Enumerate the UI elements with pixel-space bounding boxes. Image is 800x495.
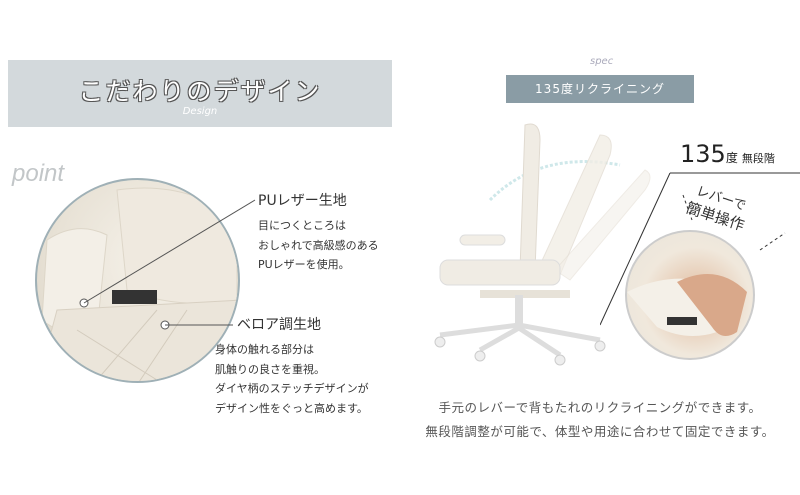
design-title: こだわりのデザイン bbox=[78, 77, 322, 106]
feature-title-velour: ベロア調生地 bbox=[237, 317, 321, 333]
angle-unit: 度 bbox=[725, 151, 738, 165]
feature-line: 目につくところは bbox=[258, 219, 346, 232]
recline-angle: 135度無段階 bbox=[680, 140, 775, 168]
feature-body-velour: 身体の触れる部分は 肌触りの良さを重視。 ダイヤ柄のステッチデザインが デザイン… bbox=[215, 340, 369, 418]
feature-line: ダイヤ柄のステッチデザインが bbox=[215, 382, 369, 395]
callout-lines bbox=[600, 172, 800, 326]
feature-line: PUレザーを使用。 bbox=[258, 258, 350, 271]
feature-line: おしゃれで高級感のある bbox=[258, 238, 379, 252]
chair-detail-image bbox=[35, 178, 240, 383]
angle-note: 無段階 bbox=[741, 152, 775, 165]
hand-on-lever-illustration bbox=[627, 274, 747, 336]
feature-line: デザイン性をぐっと高めます。 bbox=[215, 401, 368, 415]
feature-line: 身体の触れる部分は bbox=[215, 343, 314, 356]
feature-title-pu-leather: PUレザー生地 bbox=[258, 193, 347, 209]
angle-value: 135 bbox=[680, 140, 726, 168]
chair-detail-illustration bbox=[37, 187, 238, 381]
spec-description-line: 手元のレバーで背もたれのリクライニングができます。 bbox=[438, 400, 762, 415]
lever-hand-image bbox=[625, 230, 755, 360]
design-subtitle: Design bbox=[182, 106, 218, 117]
spec-label: spec bbox=[590, 56, 614, 67]
spec-description-line: 無段階調整が可能で、体型や用途に合わせて固定できます。 bbox=[425, 424, 775, 439]
reclining-chair-illustration bbox=[434, 123, 651, 366]
design-banner: こだわりのデザイン Design bbox=[8, 60, 392, 127]
feature-body-pu-leather: 目につくところは おしゃれで高級感のある PUレザーを使用。 bbox=[258, 216, 379, 275]
feature-line: 肌触りの良さを重視。 bbox=[215, 362, 325, 376]
point-label: point bbox=[12, 160, 65, 187]
leader-lines bbox=[79, 199, 256, 330]
spec-banner: 135度リクライニング bbox=[506, 75, 694, 103]
